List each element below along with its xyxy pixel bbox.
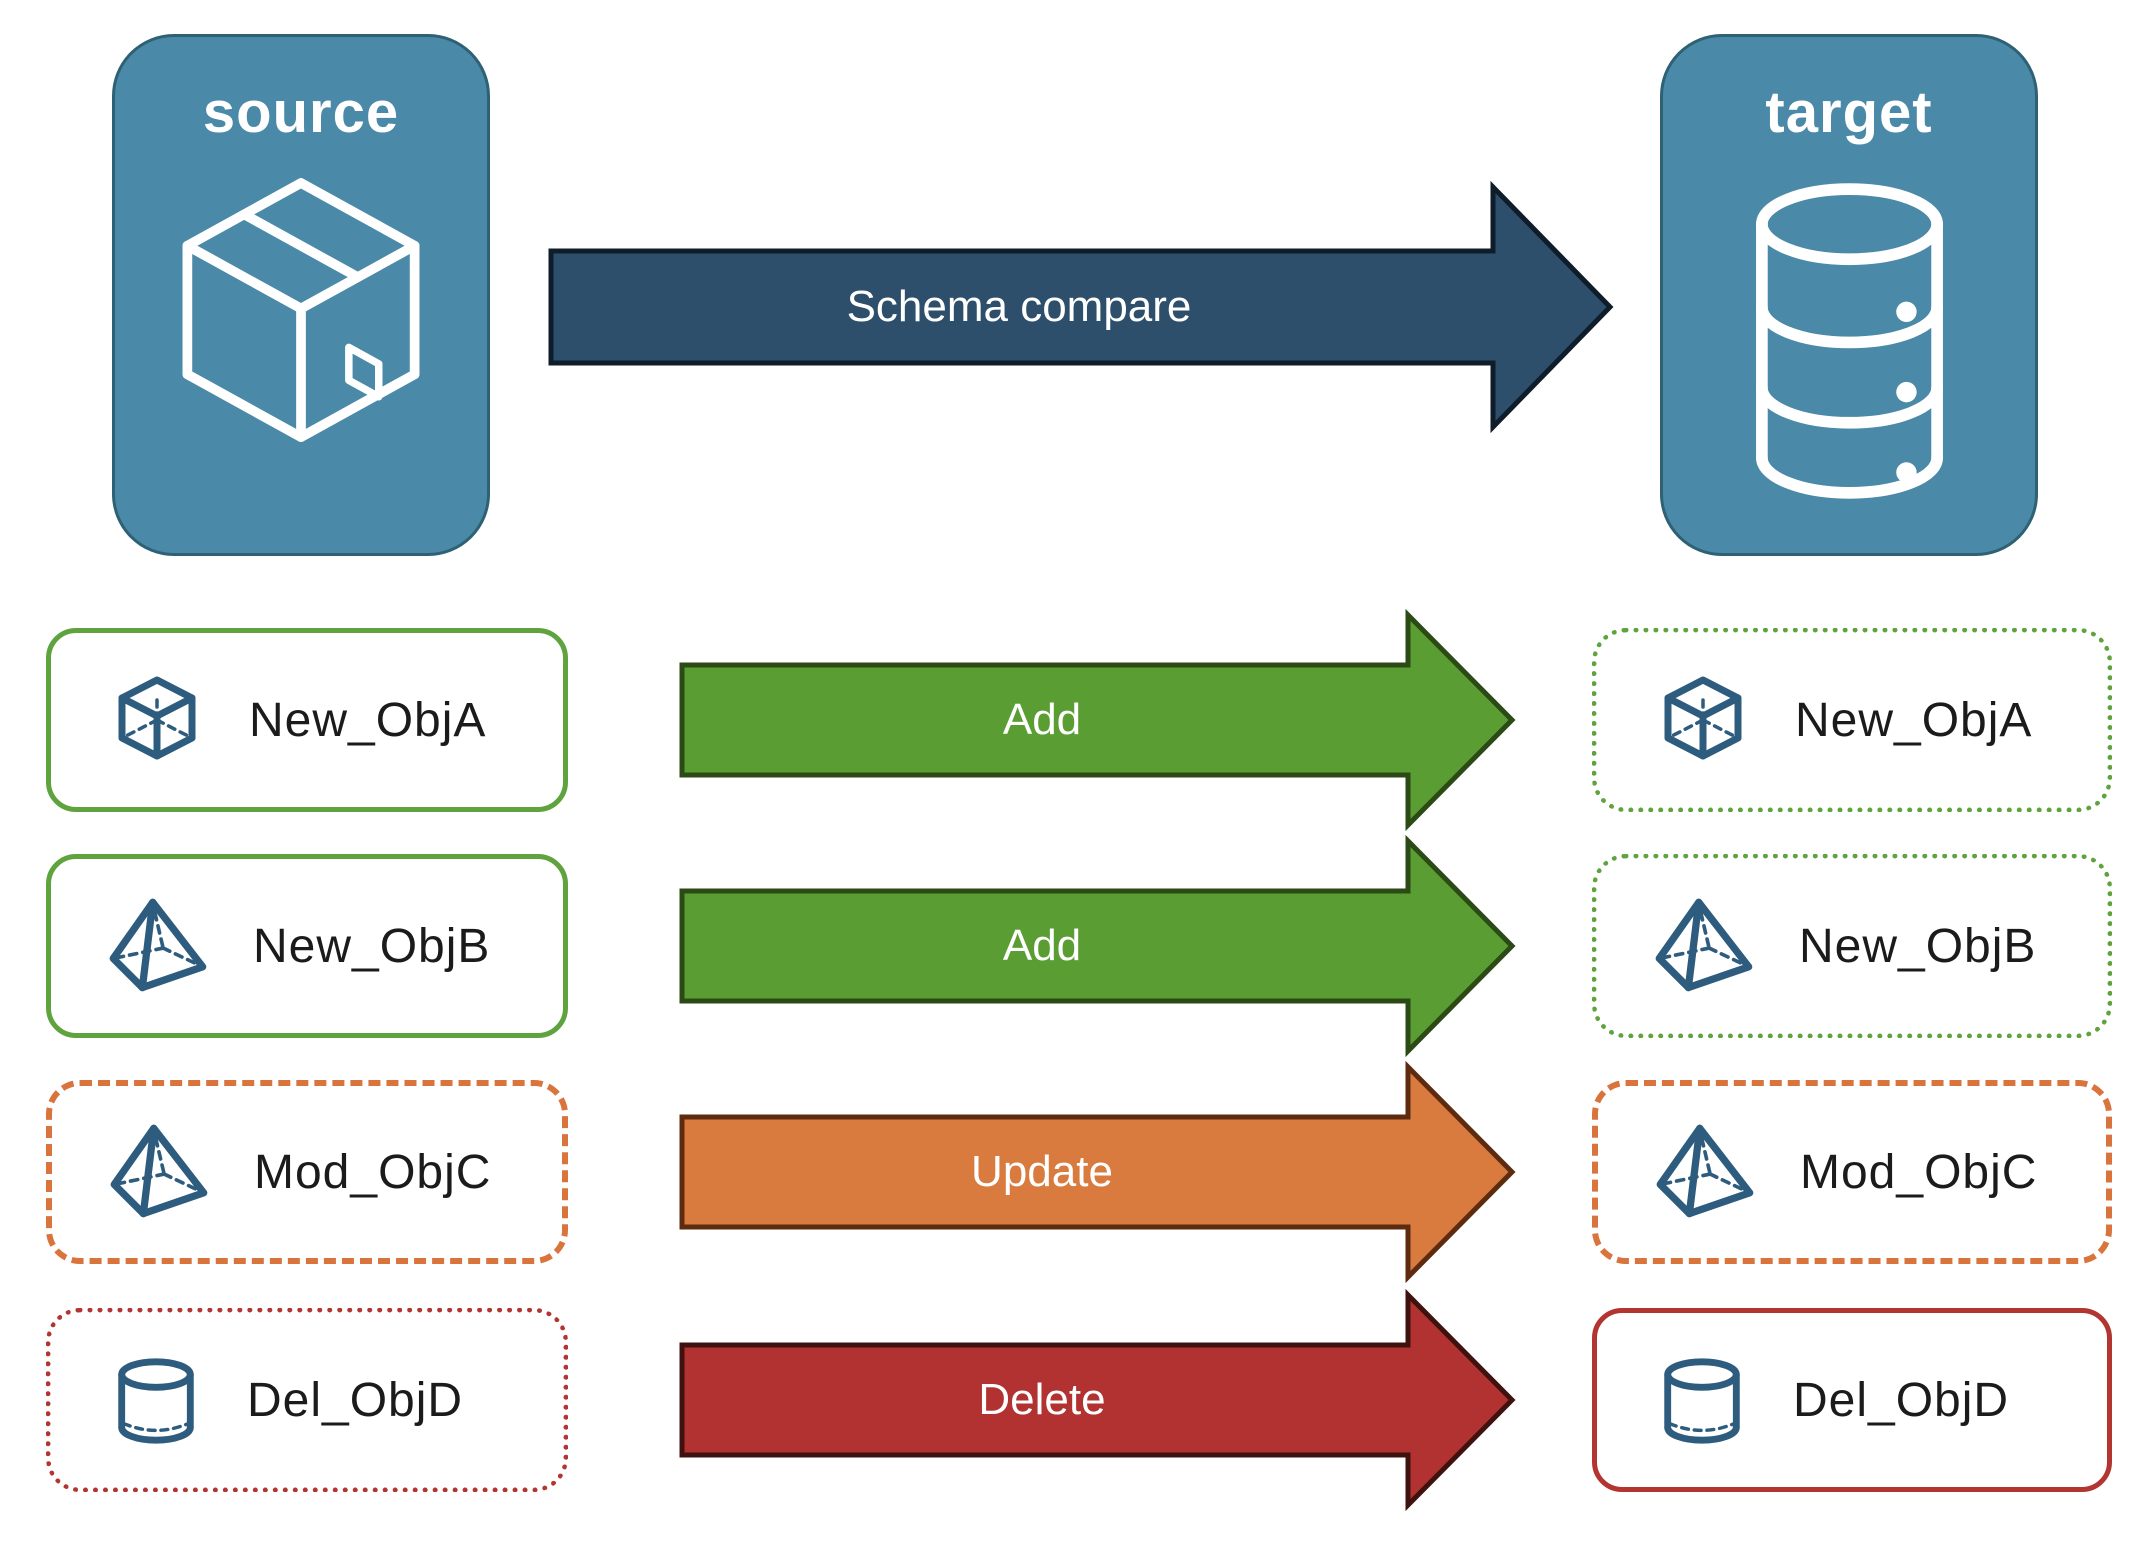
pyramid-icon <box>110 1124 208 1218</box>
object-label: New_ObjB <box>253 919 491 973</box>
cylinder-icon <box>118 1358 194 1444</box>
cube-icon <box>1664 676 1742 760</box>
target-node-title: target <box>1765 80 1933 145</box>
add-arrow <box>679 608 1516 832</box>
update-arrow-label: Update <box>971 1147 1113 1196</box>
add-arrow-label: Add <box>1002 921 1082 970</box>
pyramid-icon <box>1656 1124 1754 1218</box>
object-label: Del_ObjD <box>1793 1373 2010 1427</box>
source-object-card-new-obja: New_ObjA <box>46 628 568 812</box>
schema-compare-arrow-shape <box>548 180 1614 434</box>
database-dot <box>1895 301 1917 323</box>
package-box-icon <box>182 178 420 442</box>
object-label: New_ObjA <box>249 693 487 747</box>
object-label: Mod_ObjC <box>254 1145 492 1199</box>
database-icon <box>1755 183 1943 499</box>
pyramid-icon <box>109 898 207 992</box>
schema-compare-label: Schema compare <box>846 282 1192 331</box>
cube-icon <box>118 676 196 760</box>
delete-arrow-shape <box>679 1288 1516 1512</box>
object-label: Del_ObjD <box>247 1373 464 1427</box>
pyramid-icon <box>1655 898 1753 992</box>
delete-arrow-label: Delete <box>978 1375 1106 1424</box>
update-arrow-shape <box>679 1060 1516 1284</box>
add-arrow <box>679 834 1516 1058</box>
object-label: New_ObjB <box>1799 919 2037 973</box>
add-arrow-label: Add <box>1002 695 1082 744</box>
update-arrow <box>679 1060 1516 1284</box>
object-label: New_ObjA <box>1795 693 2033 747</box>
delete-arrow <box>679 1288 1516 1512</box>
target-object-card-new-obja: New_ObjA <box>1592 628 2112 812</box>
source-object-card-new-objb: New_ObjB <box>46 854 568 1038</box>
database-dot <box>1895 381 1917 403</box>
target-object-card-mod-objc: Mod_ObjC <box>1592 1080 2112 1264</box>
row-mod-objc: Mod_ObjC Update Mod_ObjC <box>0 1060 2150 1284</box>
source-object-card-del-objd: Del_ObjD <box>46 1308 568 1492</box>
source-object-card-mod-objc: Mod_ObjC <box>46 1080 568 1264</box>
row-del-objd: Del_ObjD Delete Del_ObjD <box>0 1288 2150 1512</box>
schema-compare-arrow <box>548 180 1614 434</box>
add-arrow-shape <box>679 834 1516 1058</box>
add-arrow-shape <box>679 608 1516 832</box>
target-object-card-new-objb: New_ObjB <box>1592 854 2112 1038</box>
database-dot <box>1895 462 1917 483</box>
object-label: Mod_ObjC <box>1800 1145 2038 1199</box>
row-new-obja: New_ObjA Add New_ObjA <box>0 608 2150 832</box>
target-node: target <box>1660 34 2038 556</box>
target-object-card-del-objd: Del_ObjD <box>1592 1308 2112 1492</box>
source-node-title: source <box>202 80 400 145</box>
row-new-objb: New_ObjB Add New_ObjB <box>0 834 2150 1058</box>
source-node: source <box>112 34 490 556</box>
cylinder-icon <box>1664 1358 1740 1444</box>
